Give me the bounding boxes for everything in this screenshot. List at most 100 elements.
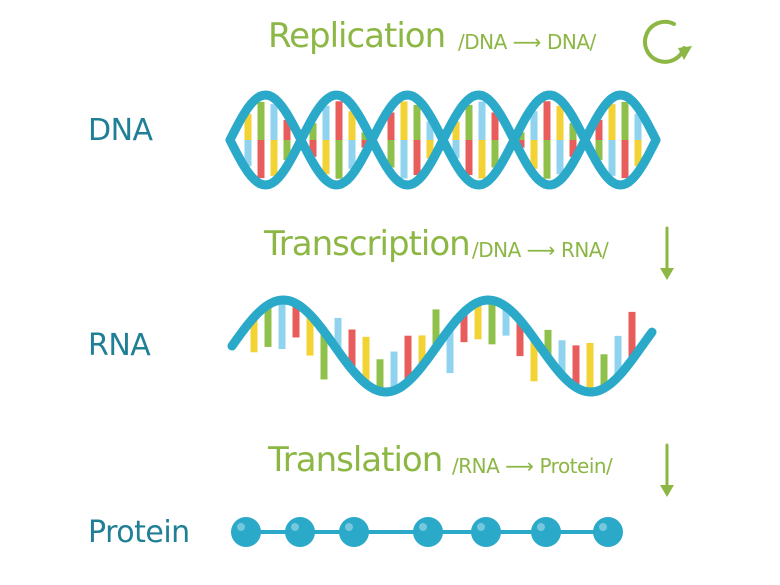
rna-base [334,317,342,351]
base-pair [400,101,408,140]
translation-note: /RNA⟶Protein/ [452,454,613,478]
base-pair [452,121,460,140]
base-pair [621,140,629,179]
rna-base [278,300,286,350]
rna-base [600,354,608,389]
rna-base [432,309,440,348]
replication-title: Replication [268,16,446,56]
rna-base [320,331,328,380]
base-pair [361,140,369,148]
base-pair [335,140,343,179]
base-pair [621,101,629,140]
amino-acid-bead [285,517,315,547]
base-pair [517,132,525,140]
rna-base [292,303,300,338]
rna-base [572,345,580,388]
rna-label: RNA [88,328,151,363]
replication-to: DNA/ [546,30,596,54]
amino-acid-bead [531,517,561,547]
rna-base [418,335,426,367]
base-pair [244,113,252,140]
bead-highlight [477,523,485,531]
bead-highlight [599,523,607,531]
rna-base [516,320,524,357]
bead-highlight [345,523,353,531]
rna-base [530,338,538,382]
rna-base [306,314,314,356]
base-pair [348,111,356,140]
bead-highlight [237,523,245,531]
base-pair [348,140,356,169]
base-pair [413,104,421,140]
base-pair [491,140,499,168]
replication-from: /DNA [458,30,507,54]
bead-highlight [291,523,299,531]
base-pair [335,101,343,140]
base-pair [309,140,317,157]
base-pair [556,140,564,175]
base-pair [309,123,317,140]
rna-base [404,335,412,382]
base-pair [595,140,603,161]
rna-base [390,351,398,391]
right-arrow-icon: ⟶ [505,454,534,478]
base-pair [556,105,564,140]
base-pair [530,140,538,169]
base-pair [465,104,473,140]
base-pair [465,140,473,176]
replication-note: /DNA⟶DNA/ [458,30,596,54]
translation-to: Protein/ [539,454,613,478]
base-pair [634,140,642,167]
down-arrow-icon [660,443,674,497]
rna-base [586,342,594,392]
base-pair [608,140,616,176]
base-pair [270,104,278,140]
rna-base [446,328,454,374]
amino-acid-bead [593,517,623,547]
base-pair [257,101,265,140]
cycle-arrow-icon [643,19,692,64]
translation-title: Translation [268,440,443,480]
base-pair [569,123,577,140]
rna-base [474,302,482,340]
rna-base [488,300,496,345]
base-pair [244,140,252,167]
base-pair [322,105,330,140]
rna-base [376,359,384,392]
dna-strand [225,90,661,190]
down-arrow-icon [660,226,674,280]
rna-base [362,336,370,384]
base-pair [387,140,395,168]
transcription-to: RNA/ [560,238,609,262]
right-arrow-icon: ⟶ [526,238,556,262]
base-pair [608,104,616,140]
amino-acid-bead [413,517,443,547]
rna-base [544,329,552,358]
rna-base [558,340,566,376]
amino-acid-bead [231,517,261,547]
base-pair [543,101,551,140]
rna-base [614,335,622,377]
base-pair [413,140,421,176]
rna-base [348,329,356,370]
base-pair [322,140,330,175]
base-pair [634,113,642,140]
base-pair [491,112,499,140]
base-pair [283,119,291,140]
base-pair [387,112,395,140]
transcription-note: /DNA⟶RNA/ [472,238,609,262]
transcription-from: /DNA [472,238,521,262]
amino-acid-bead [471,517,501,547]
transcription-title: Transcription [264,224,471,264]
rna-base [250,317,258,353]
base-pair [530,111,538,140]
translation-from: /RNA [452,454,500,478]
bead-highlight [537,523,545,531]
bead-highlight [419,523,427,531]
dna-label: DNA [88,113,153,148]
base-pair [478,140,486,179]
base-pair [426,140,434,159]
base-pair [283,140,291,161]
